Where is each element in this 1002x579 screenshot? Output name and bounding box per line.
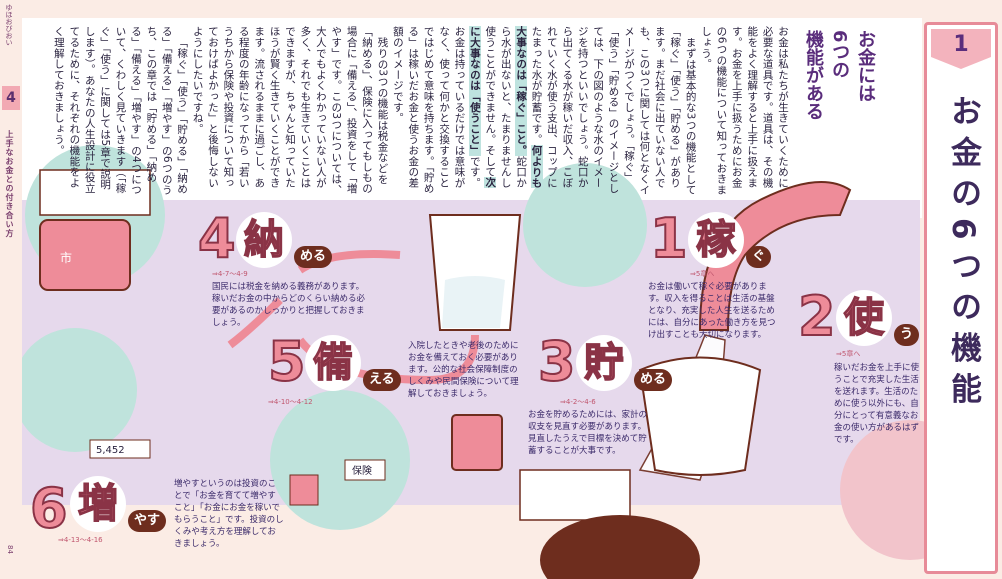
text-span: まずは基本的な3つの機能として「稼ぐ」「使う」「貯める」があります。まだ社会に出… — [530, 26, 697, 195]
function-caption: 入院したときや老後のためにお金を備えておく必要があります。公的な社会保障制度のし… — [408, 341, 519, 399]
arrow-to-6 — [227, 297, 283, 349]
function-number: 3 — [537, 330, 577, 393]
office-scene-circle — [523, 163, 647, 287]
function-caption: 増やすというのは投資のことで「お金を育てて増やすこと」「お金にお金を稼いでもらう… — [174, 479, 284, 549]
insurance-note-label: 保険 — [352, 464, 372, 477]
page-reference: ⇒4-7〜4-9 — [212, 270, 248, 278]
person-head-back — [540, 515, 700, 579]
heading-line: 6つの — [829, 30, 850, 79]
stock-display-text: 5,452 — [96, 445, 125, 456]
function-kanji: 増 — [70, 476, 126, 532]
section-heading: お金には 6つの 機能がある — [800, 30, 878, 140]
calculator — [451, 414, 503, 471]
hospital-scene-circle — [270, 390, 410, 530]
function-okurigana: める — [294, 246, 333, 268]
insurance-note — [344, 459, 386, 481]
section-badge: 1 — [931, 29, 991, 69]
stock-display — [89, 439, 151, 459]
function-okurigana: やす — [128, 510, 167, 532]
text-span: です。お金は持っているだけでは意味がなく、使って何かと交換することではじめて意味… — [391, 26, 481, 194]
function-number: 6 — [29, 477, 69, 540]
function-okurigana: う — [894, 324, 920, 346]
page-number: 84 — [6, 545, 14, 554]
chapter-number: 4 — [2, 86, 20, 110]
function-okurigana: める — [634, 369, 673, 391]
paragraph: まずは基本的な3つの機能として「稼ぐ」「使う」「貯める」があります。まだ社会に出… — [389, 26, 697, 198]
page-title: お金の6つの機能 — [945, 95, 981, 414]
title-box: 1 お金の6つの機能 — [924, 22, 998, 574]
page-reference: ⇒5章へ — [836, 350, 861, 358]
paragraph: 残りの3つの機能は税金などを「納める」、保険に入ってもしもの場合に「備える」、投… — [191, 26, 389, 195]
heading-line: お金には — [855, 30, 876, 102]
side-strip: ゆほおびおい 4 上手なお金との付き合い方 84 — [0, 0, 22, 579]
function-number: 1 — [649, 207, 689, 270]
paragraph: お金は私たちが生きていくために必要な道具です。道具は、その機能をよく理解すると上… — [699, 26, 789, 195]
function-number: 5 — [267, 330, 307, 393]
body-text: お金は私たちが生きていくために必要な道具です。道具は、その機能をよく理解すると上… — [51, 26, 791, 198]
function-kanji: 貯 — [576, 335, 632, 391]
page-reference: ⇒4-13〜4-16 — [58, 536, 103, 544]
paragraph: 「稼ぐ」「使う」「貯める」「納める」「備える」「増やす」の6つのうち、この章では… — [52, 26, 189, 196]
garbage-truck — [39, 219, 131, 291]
function-kanji: 納 — [236, 212, 292, 268]
city-building — [39, 169, 151, 216]
section-title: 上手なお金との付き合い方 — [5, 130, 14, 238]
function-kanji: 備 — [305, 335, 361, 391]
stock-scene-circle — [13, 328, 137, 452]
page-reference: ⇒4-10〜4-12 — [268, 398, 313, 406]
function-caption: 国民には税金を納める義務があります。稼いだお金の中からどのくらい納める必要がある… — [212, 282, 366, 328]
function-kanji: 使 — [836, 290, 892, 346]
household-ledger — [519, 469, 631, 521]
plant-pot — [289, 474, 319, 506]
function-number: 4 — [197, 207, 237, 270]
function-kanji: 稼 — [688, 212, 744, 268]
function-caption: お金は働いて稼ぐ必要があります。収入を得ることは生活の基盤となり、充実した人生を… — [648, 282, 776, 340]
heading-line: 機能がある — [803, 30, 824, 120]
page-reference: ⇒5章へ — [690, 270, 715, 278]
big-glass-illustration — [638, 356, 762, 476]
function-caption: 稼いだお金を上手に使うことで充実した生活を送れます。生活のために使う以外にも、自… — [834, 363, 920, 445]
text-span: 蛇口から水が出ないと、たまりませんし使うことができません。そして — [484, 26, 528, 189]
side-header: ゆほおびおい — [5, 4, 13, 46]
function-caption: お金を貯めるためには、家計の収支を見直す必要があります。見直したうえで目標を決め… — [528, 410, 648, 456]
badge-number: 1 — [953, 32, 969, 57]
function-okurigana: ぐ — [746, 246, 772, 268]
function-number: 2 — [797, 285, 837, 348]
page-reference: ⇒4-2〜4-6 — [560, 398, 596, 406]
function-okurigana: える — [363, 369, 401, 391]
truck-label: 市 — [60, 250, 72, 265]
glass-water — [442, 276, 505, 328]
